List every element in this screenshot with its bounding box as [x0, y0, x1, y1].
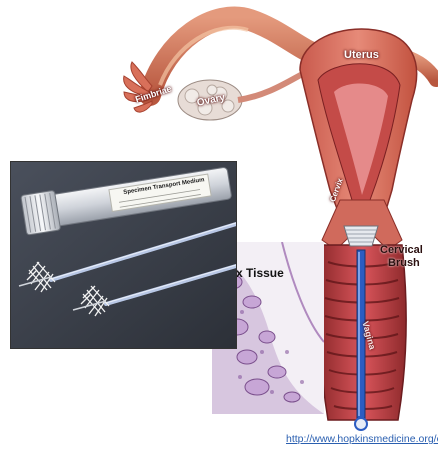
- histology-label: x Tissue: [236, 266, 284, 280]
- cervical-brush-label: Cervical Brush: [380, 244, 423, 270]
- source-url-link[interactable]: http://www.hopkinsmedicine.org/c: [286, 433, 438, 445]
- uterus-label: Uterus: [344, 49, 379, 61]
- fimbriae-shape: [124, 62, 152, 112]
- cervical-brush-label-line1: Cervical: [380, 244, 423, 257]
- cervical-brush-label-line2: Brush: [380, 257, 423, 270]
- brush-photo-inset: Specimen Transport Medium: [10, 161, 237, 349]
